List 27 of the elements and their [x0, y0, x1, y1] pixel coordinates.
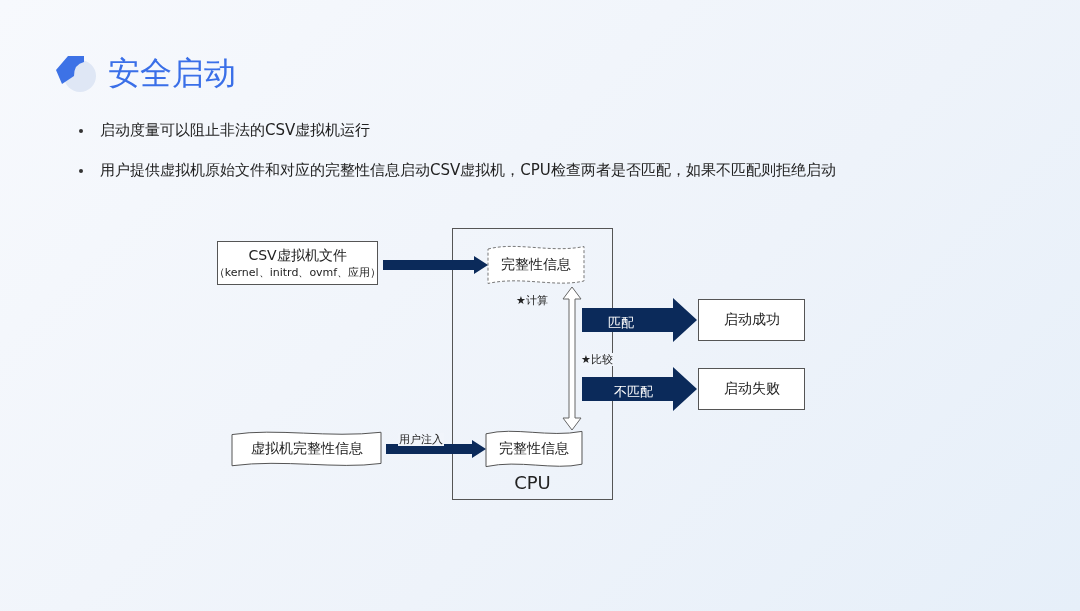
document-shape: [232, 430, 381, 468]
block-arrow: [582, 367, 697, 411]
process-box: [698, 368, 805, 410]
node-label: 启动成功: [723, 311, 780, 329]
node-label: 完整性信息: [501, 256, 571, 274]
arrow: [383, 256, 488, 274]
edge-label: 不匹配: [614, 384, 653, 399]
arrow: [386, 440, 486, 458]
node-subtitle: （kernel、initrd、ovmf、应用）: [213, 264, 382, 280]
bullet-text: 启动度量可以阻止非法的CSV虚拟机运行: [100, 121, 371, 140]
node-label: 启动失败: [723, 380, 780, 398]
document-shape: [486, 429, 582, 469]
bullet-text: 用户提供虚拟机原始文件和对应的完整性信息启动CSV虚拟机，CPU检查两者是否匹配，如果不匹配则拒绝启动: [100, 161, 836, 180]
edge-label: 匹配: [608, 315, 634, 330]
slide-title: 安全启动: [108, 54, 236, 92]
process-box: [698, 299, 805, 341]
edge-label: ★比较: [580, 353, 614, 366]
cpu-label: CPU: [514, 472, 551, 493]
node-label: 完整性信息: [499, 440, 569, 458]
double-arrow: [562, 286, 582, 431]
process-box: [217, 241, 378, 285]
node-label: 虚拟机完整性信息: [250, 440, 363, 458]
step-label: ★计算: [516, 294, 548, 307]
edge-label: 用户注入: [398, 433, 444, 446]
document-shape: [488, 244, 584, 286]
node-label: CSV虚拟机文件: [248, 246, 347, 265]
block-arrow: [582, 298, 697, 342]
